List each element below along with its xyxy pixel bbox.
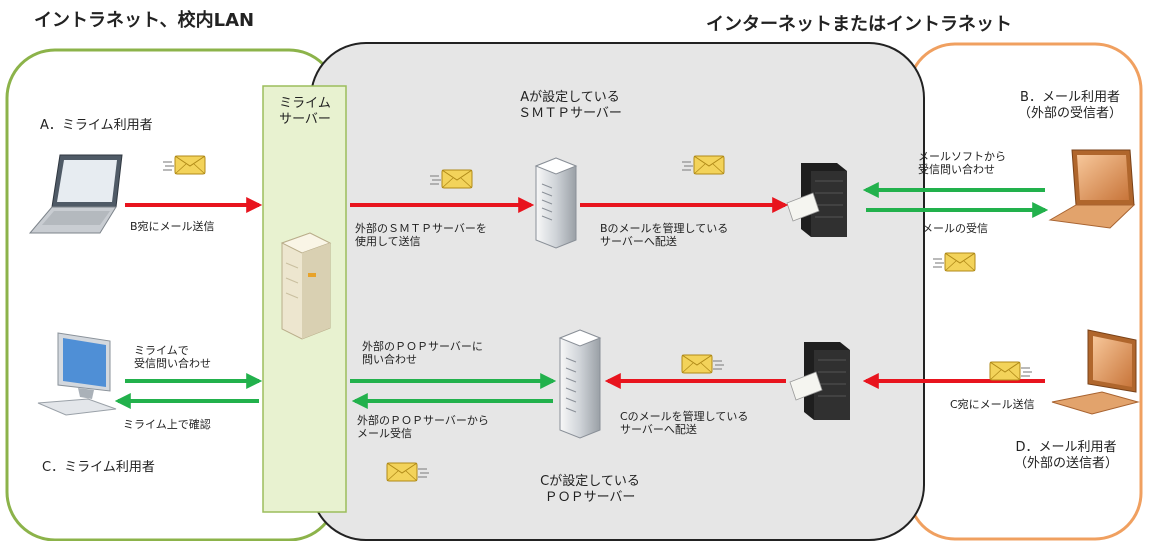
laptop-icon [28, 154, 123, 234]
user-d-label: D．メール利用者 （外部の送信者） [1013, 440, 1118, 471]
server-icon [280, 232, 332, 340]
desktop-icon [37, 332, 117, 416]
send-to-b-label: B宛にメール送信 [130, 220, 215, 233]
ext-smtp-label: 外部のＳＭＴＰサーバーを 使用して送信 [355, 222, 487, 249]
internet-title: インターネットまたはイントラネット [706, 14, 1012, 35]
user-b-label: B．メール利用者 （外部の受信者） [1017, 90, 1122, 121]
pop-server-label: Cが設定している ＰＯＰサーバー [540, 474, 640, 505]
deliver-b-label: Bのメールを管理している サーバーへ配送 [600, 222, 729, 249]
mirime-query-label: ミライムで 受信問い合わせ [134, 344, 211, 371]
desktop-icon [1051, 329, 1140, 415]
mail-server-icon [789, 342, 850, 420]
pop-query-label: 外部のＰＯＰサーバーに 問い合わせ [362, 340, 483, 367]
mailsoft-query-label: メールソフトから 受信問い合わせ [918, 150, 1006, 177]
pop-receive-label: 外部のＰＯＰサーバーから メール受信 [357, 414, 489, 441]
user-a-label: A．ミライム利用者 [40, 118, 153, 133]
server-icon [558, 329, 602, 439]
deliver-c-label: Cのメールを管理している サーバーへ配送 [620, 410, 749, 437]
receive-mail-label: メールの受信 [922, 222, 988, 235]
user-c-label: C．ミライム利用者 [42, 460, 155, 475]
mirime-server-label: ミライム サーバー [279, 96, 331, 127]
send-to-c-label: C宛にメール送信 [950, 398, 1035, 411]
smtp-server-label: Aが設定している ＳＭＴＰサーバー [518, 90, 622, 121]
mail-server-icon [786, 163, 847, 237]
server-icon [534, 157, 578, 249]
intranet-title: イントラネット、校内LAN [34, 10, 255, 31]
mirime-confirm-label: ミライム上で確認 [123, 418, 211, 431]
laptop-icon [1048, 149, 1136, 229]
mirime-server-panel [262, 85, 347, 513]
